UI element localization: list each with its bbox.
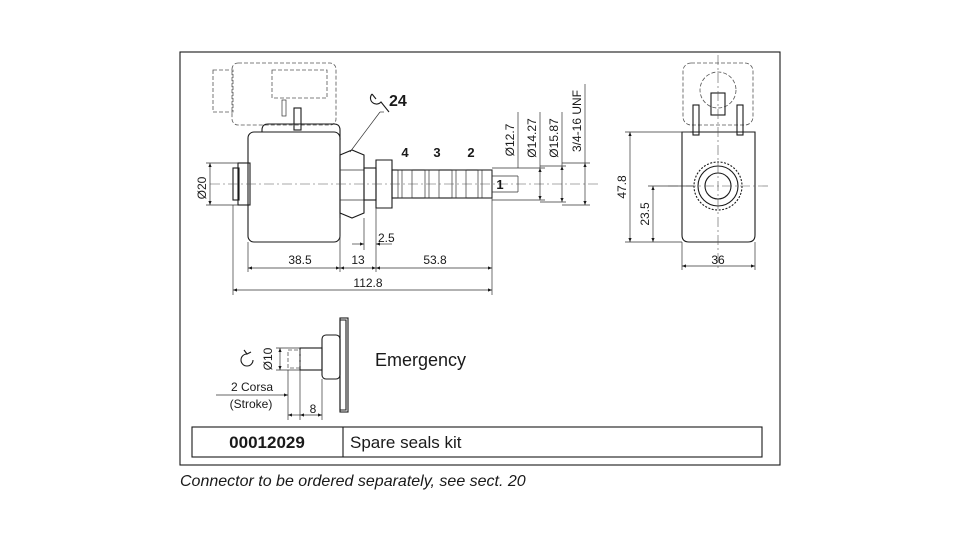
connector-pin xyxy=(293,107,302,131)
emergency-plate xyxy=(339,317,349,413)
front-view: 47.8 23.5 36 xyxy=(615,55,770,270)
dim-d10: Ø10 xyxy=(261,347,275,370)
footer-note: Connector to be ordered separately, see … xyxy=(180,473,526,490)
port-label-4: 4 xyxy=(401,145,409,160)
emergency-knurl xyxy=(299,347,323,371)
dim-thread: 3/4-16 UNF xyxy=(570,90,584,152)
rotate-icon xyxy=(240,349,254,367)
dim-d15-87: Ø15.87 xyxy=(547,118,561,158)
emergency-knob xyxy=(321,334,341,380)
stroke-label-en: (Stroke) xyxy=(230,397,273,411)
table-description: Spare seals kit xyxy=(350,433,462,452)
dim-47-8: 47.8 xyxy=(615,175,629,199)
table-border xyxy=(191,426,763,458)
stroke-label-it: 2 Corsa xyxy=(231,380,273,394)
dim-8: 8 xyxy=(310,402,317,416)
table-code: 00012029 xyxy=(229,433,305,452)
dim-53-8: 53.8 xyxy=(423,253,447,267)
coil-front xyxy=(681,131,756,243)
wrench-icon xyxy=(369,93,390,113)
dim-d20: Ø20 xyxy=(195,176,209,199)
connector-gland xyxy=(212,69,234,113)
dim-13: 13 xyxy=(351,253,365,267)
coil-body xyxy=(247,131,341,243)
dim-23-5: 23.5 xyxy=(638,202,652,226)
wrench-size-label: 24 xyxy=(389,93,407,110)
hex-nut xyxy=(339,149,365,219)
dim-d14-27: Ø14.27 xyxy=(525,118,539,158)
connector-front-circle xyxy=(699,71,737,109)
emergency-stroke-zone xyxy=(287,349,301,369)
port-ring-1 xyxy=(477,169,493,199)
thread-section xyxy=(375,159,393,209)
emergency-label: Emergency xyxy=(375,350,466,370)
port-label-1: 1 xyxy=(496,177,503,192)
dim-112-8: 112.8 xyxy=(353,276,382,290)
side-view: 4 3 2 1 24 Ø20 Ø12.7 Ø14.27 Ø xyxy=(195,62,600,295)
spare-parts-table: 00012029 Spare seals kit xyxy=(191,426,763,458)
dim-d12-7: Ø12.7 xyxy=(503,123,517,156)
drawing-frame xyxy=(179,51,781,466)
port-label-3: 3 xyxy=(433,145,440,160)
dim-38-5: 38.5 xyxy=(288,253,312,267)
connector-pin-small xyxy=(281,99,287,117)
connector-inner xyxy=(271,69,328,99)
port-label-2: 2 xyxy=(467,145,474,160)
connector-outline xyxy=(231,62,337,126)
emergency-detail: Ø10 2 Corsa (Stroke) 8 Emergency xyxy=(216,317,466,420)
dim-2-5: 2.5 xyxy=(378,231,395,245)
dim-36: 36 xyxy=(711,253,725,267)
